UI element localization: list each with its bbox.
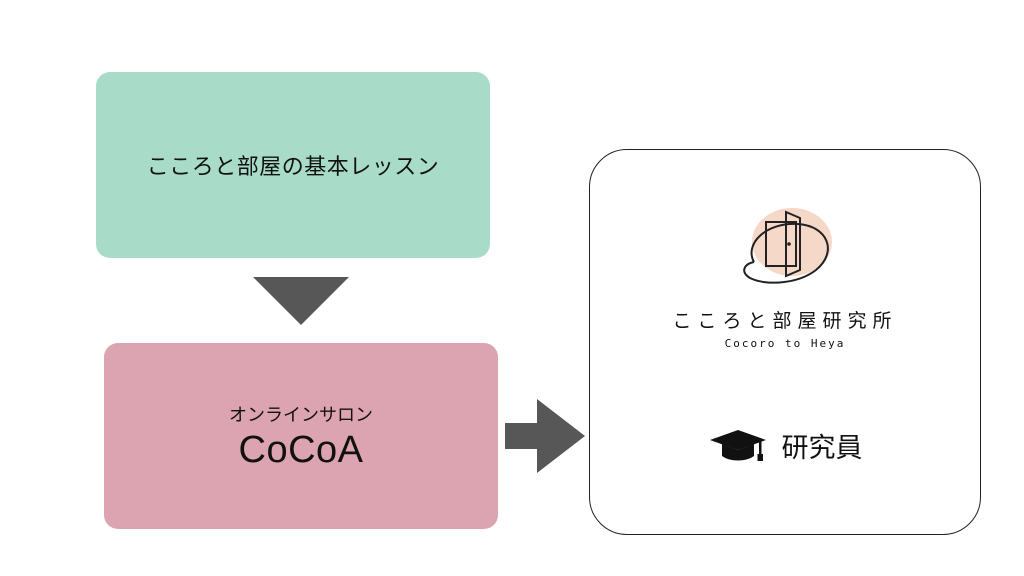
lab-box: こころと部屋研究所 Cocoro to Heya 研究員 (589, 149, 981, 535)
lab-logo-door-icon (743, 208, 832, 284)
lesson-label: こころと部屋の基本レッスン (146, 155, 440, 180)
lesson-box: こころと部屋の基本レッスン (96, 72, 490, 258)
lab-name: こころと部屋研究所 (672, 310, 898, 332)
member-row: 研究員 (590, 426, 980, 465)
salon-subtitle: オンラインサロン (229, 404, 373, 426)
salon-box: オンラインサロン CoCoA (104, 343, 498, 529)
lab-romaji: Cocoro to Heya (724, 337, 846, 350)
graduation-cap-icon (709, 429, 766, 461)
member-label: 研究員 (781, 433, 863, 464)
arrow-right-icon (505, 399, 585, 473)
arrow-down-icon (253, 277, 349, 325)
salon-title: CoCoA (238, 428, 364, 471)
